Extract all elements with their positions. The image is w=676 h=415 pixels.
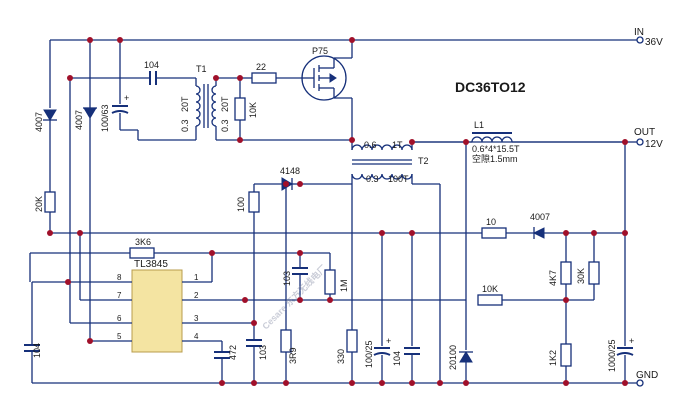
junction-dots [47, 37, 628, 386]
value-r20k: 20K [34, 196, 44, 212]
diode-4007-out [532, 227, 545, 239]
label-t1: T1 [196, 64, 207, 74]
resistor-10 [481, 227, 507, 239]
value-d4007-left: 4007 [34, 112, 44, 132]
ic-tl3845 [29, 233, 466, 383]
label-t2-w1: 0.6 [364, 140, 377, 150]
label-p75: P75 [312, 46, 328, 56]
value-r1k2: 1K2 [548, 350, 558, 366]
pin-2: 2 [194, 291, 199, 300]
label-l1: L1 [474, 120, 484, 130]
value-r330: 330 [336, 349, 346, 364]
resistor-1k2 [560, 343, 572, 367]
value-r100: 100 [236, 197, 246, 212]
value-r30k: 30K [576, 268, 586, 284]
value-r3r9: 3R9 [288, 347, 298, 364]
resistor-4k7 [560, 261, 572, 285]
svg-text:+: + [629, 336, 634, 346]
value-d4148: 4148 [280, 166, 300, 176]
value-c103-a: 103 [282, 271, 292, 286]
diode-4007-left [43, 109, 57, 121]
label-t1-w2: 20T [180, 96, 190, 112]
resistor-3k6 [129, 247, 155, 259]
label-l1-spec: 0.6*4*15.5T [472, 144, 520, 154]
value-c103-b: 103 [258, 345, 268, 360]
value-r10: 10 [486, 217, 496, 227]
resistor-100 [248, 191, 260, 213]
value-c104-b: 104 [392, 351, 402, 366]
resistor-10k-gs [234, 97, 246, 121]
value-r4k7: 4K7 [548, 270, 558, 286]
value-d20100: 20100 [448, 345, 458, 370]
gate-drive [69, 71, 352, 323]
value-d4007-2: 4007 [74, 110, 84, 130]
labels: IN 36V OUT 12V GND DC36TO12 P75 T1 0.3 2… [32, 27, 663, 381]
label-t2-w2: 1T [392, 140, 403, 150]
resistor-22 [251, 72, 277, 84]
value-r10k-gs: 10K [248, 102, 258, 118]
label-in: IN [634, 27, 644, 38]
pin-7: 7 [117, 291, 122, 300]
label-t2-w4: 100T [388, 174, 409, 184]
bias-network [246, 177, 300, 383]
resistor-330 [346, 329, 358, 353]
label-t1-w1: 0.3 [180, 119, 190, 132]
pin-8: 8 [117, 273, 122, 282]
value-d4007-out: 4007 [530, 212, 550, 222]
pin-1: 1 [194, 273, 199, 282]
label-ic: TL3845 [134, 259, 168, 270]
diode-4007-2 [83, 107, 97, 119]
watermark-text: Cesare 东方无线电厂 [260, 262, 329, 331]
transformer-t2 [300, 140, 441, 383]
svg-text:+: + [124, 93, 129, 103]
label-t2: T2 [418, 156, 429, 166]
resistor-30k [588, 261, 600, 285]
label-gnd: GND [636, 370, 658, 381]
resistor-10k-fb [477, 294, 503, 306]
value-c104-left: 104 [32, 343, 42, 358]
label-t2-w3: 0.3 [366, 174, 379, 184]
value-r1m: 1M [339, 279, 349, 292]
resistor-20k [44, 191, 56, 213]
value-r3k6: 3K6 [135, 237, 151, 247]
value-r10k-fb: 10K [482, 284, 498, 294]
output-section: + + [346, 142, 634, 383]
pin-5: 5 [117, 332, 122, 341]
resistor-1m [324, 269, 336, 295]
svg-text:+: + [386, 336, 391, 346]
value-c1000-25: 1000/25 [607, 339, 617, 372]
label-in-voltage: 36V [645, 37, 663, 48]
label-t1-w3: 0.3 [220, 119, 230, 132]
mosfet-p75 [301, 40, 353, 140]
label-l1-gap: 空隙1.5mm [472, 153, 518, 164]
label-t1-w4: 20T [220, 96, 230, 112]
pin-6: 6 [117, 314, 122, 323]
label-out: OUT [634, 127, 655, 138]
terminals [636, 36, 644, 387]
inductor-l1 [412, 132, 625, 383]
value-r22: 22 [256, 62, 266, 72]
value-c104-top: 104 [144, 60, 159, 70]
pin-3: 3 [194, 314, 199, 323]
value-c100-25a: 100/25 [364, 340, 374, 368]
diagram-title: DC36TO12 [455, 79, 526, 95]
value-c472: 472 [228, 345, 238, 360]
left-branches: + [24, 40, 138, 383]
value-c100-63: 100/63 [100, 104, 110, 132]
label-out-voltage: 12V [645, 139, 663, 150]
pin-4: 4 [194, 332, 199, 341]
